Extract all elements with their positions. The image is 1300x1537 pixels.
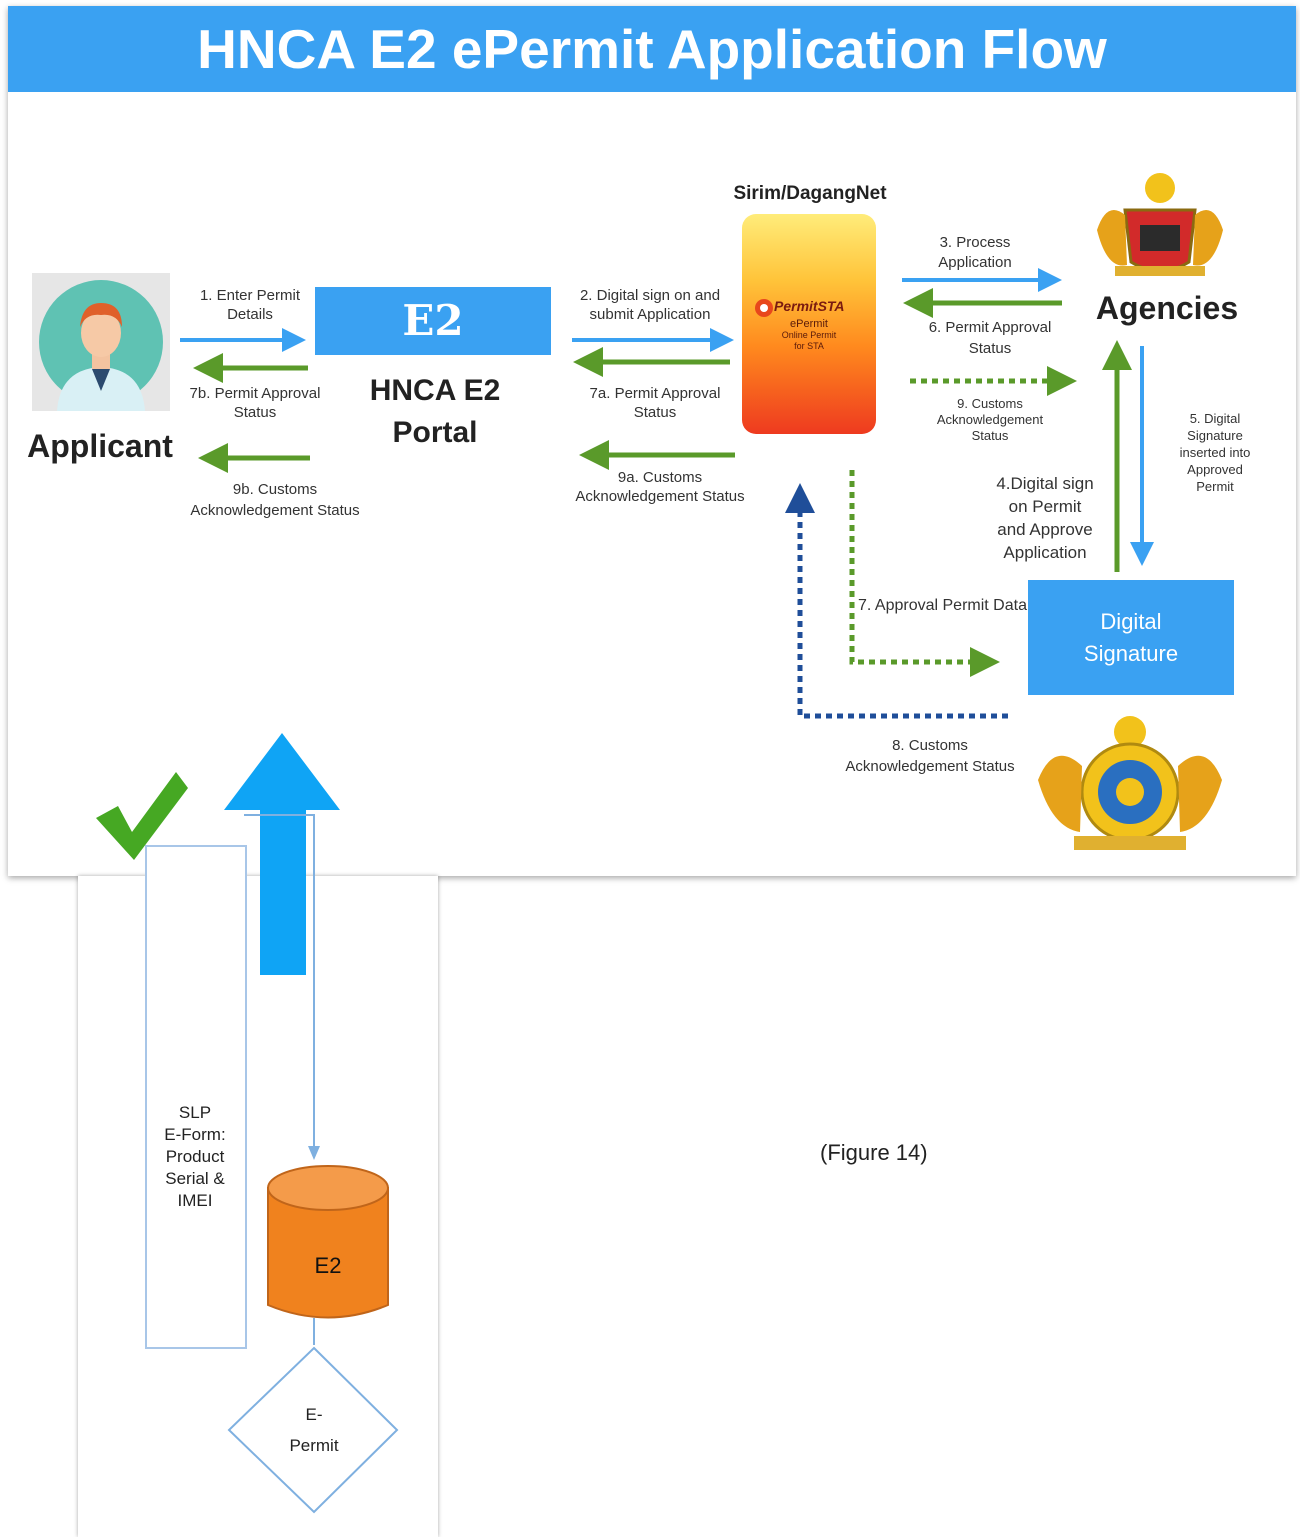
slp-to-db-connector — [244, 814, 315, 1150]
dsig-line2: Signature — [1083, 640, 1179, 666]
slp-line2: E-Form: — [164, 1125, 226, 1144]
arrow-7 — [849, 470, 1000, 677]
e2-box: E2 — [315, 287, 551, 355]
slp-line3: Product — [165, 1147, 225, 1166]
flow-7b-label-b: Status — [233, 404, 277, 421]
permit-sub1: ePermit — [790, 318, 828, 330]
flow-3-label-a: 3. Process — [939, 234, 1011, 251]
flow-4-label-d: Application — [1003, 543, 1087, 562]
applicant-avatar-icon — [32, 273, 170, 411]
slp-line4: Serial & — [165, 1169, 225, 1188]
permit-logo-icon — [755, 299, 773, 317]
flow-5-label-b: Signature — [1187, 428, 1243, 443]
flow-2-label-b: submit Application — [589, 306, 711, 323]
agencies-label: Agencies — [1095, 290, 1239, 326]
flow-4-label-b: on Permit — [1008, 497, 1082, 516]
flow-2-label-a: 2. Digital sign on and — [579, 287, 721, 304]
flow-9-label-a: 9. Customs — [957, 396, 1023, 411]
permit-sub2: Online Permit — [781, 330, 837, 340]
flow-9-label-c: Status — [971, 428, 1009, 443]
permit-sub3: for STA — [794, 341, 824, 351]
permit-logo-text: PermitSTA — [774, 298, 845, 314]
flow-4-label-a: 4.Digital sign — [996, 474, 1094, 493]
flow-9-label-b: Acknowledgement — [936, 412, 1044, 427]
slide-title: HNCA E2 ePermit Application Flow — [8, 6, 1296, 92]
flow-1-label-a: 1. Enter Permit — [199, 287, 301, 304]
slp-eform-text: SLP E-Form: Product Serial & IMEI — [145, 1102, 245, 1212]
flow-slide: HNCA E2 ePermit Application Flow — [8, 6, 1296, 876]
flow-5-label-d: Approved — [1187, 462, 1243, 477]
flow-8-label-a: 8. Customs — [892, 737, 968, 754]
epermit-line1: E- — [306, 1405, 323, 1424]
flow-7a-label-a: 7a. Permit Approval — [589, 385, 721, 402]
flow-6-label-b: Status — [968, 340, 1012, 357]
slp-line5: IMEI — [177, 1191, 213, 1210]
flow-9b-label-a: 9b. Customs — [232, 481, 318, 498]
permit-sta-box — [742, 214, 876, 434]
e2-database-icon — [267, 1165, 389, 1319]
flow-4-label-c: and Approve — [997, 520, 1093, 539]
figure-caption: (Figure 14) — [820, 1140, 928, 1165]
slp-eform-box — [145, 845, 247, 1349]
portal-title-line1: HNCA E2 — [369, 374, 501, 407]
epermit-line2: Permit — [289, 1436, 338, 1455]
flow-9a-label-b: Acknowledgement Status — [575, 488, 745, 505]
big-up-arrow-icon — [224, 733, 340, 975]
checkmark-icon — [96, 772, 188, 860]
flow-5-label-a: 5. Digital — [1189, 411, 1241, 426]
flow-5-label-e: Permit — [1196, 479, 1234, 494]
portal-title-line2: Portal — [392, 416, 478, 449]
flow-6-label-a: 6. Permit Approval — [928, 319, 1052, 336]
dsig-line1: Digital — [1100, 608, 1162, 634]
flow-8-label-b: Acknowledgement Status — [845, 758, 1015, 775]
flow-1-label-b: Details — [227, 306, 273, 323]
epermit-diamond — [227, 1346, 399, 1514]
db-label: E2 — [315, 1253, 342, 1278]
flow-7-label: 7. Approval Permit Data — [858, 597, 1027, 614]
sirim-label: Sirim/DagangNet — [733, 183, 887, 204]
flow-7a-label-b: Status — [633, 404, 677, 421]
arrow-8 — [785, 483, 1008, 719]
flow-3-label-b: Application — [938, 254, 1012, 271]
flow-5-label-c: inserted into — [1179, 445, 1251, 460]
agencies-crest-icon — [1097, 173, 1223, 276]
flow-7b-label-a: 7b. Permit Approval — [189, 385, 321, 402]
flow-9b-label-b: Acknowledgement Status — [190, 502, 360, 519]
digital-signature-box: Digital Signature — [1028, 580, 1234, 695]
customs-crest-icon — [1038, 716, 1222, 850]
flow-9a-label-a: 9a. Customs — [617, 469, 703, 486]
applicant-label: Applicant — [27, 428, 173, 464]
slp-line1: SLP — [178, 1103, 212, 1122]
